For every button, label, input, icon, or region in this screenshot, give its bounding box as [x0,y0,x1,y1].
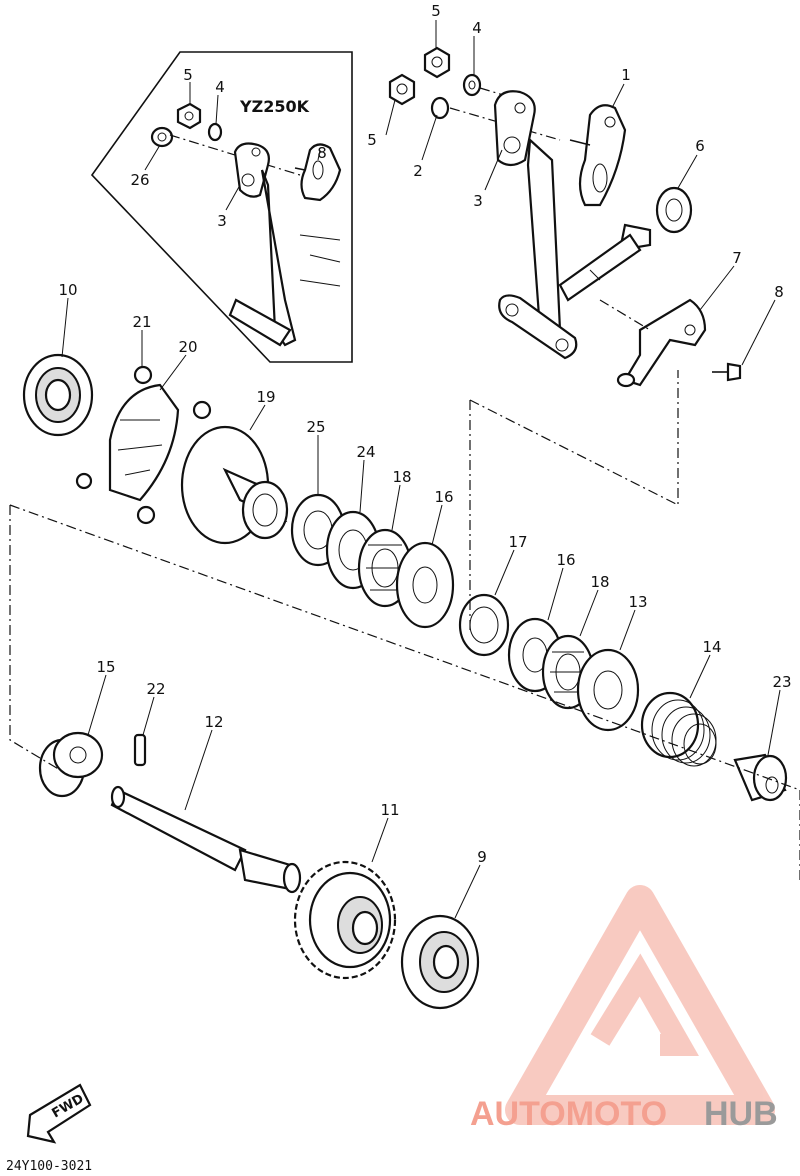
washer-2 [430,96,450,120]
callout-25: 25 [306,418,325,436]
callout-5: 5 [431,2,441,20]
collar-17 [458,593,510,657]
seal-6 [655,186,693,234]
lever-3-main [493,90,578,360]
leader-lines [61,20,781,919]
callout-24: 24 [356,443,375,461]
drawing-code: 24Y100-3021 [6,1159,92,1174]
spring-holder-13 [576,648,640,732]
callout-15: 15 [96,658,115,676]
shift-shaft [558,223,652,302]
callout-8: 8 [774,283,784,301]
spring-14 [640,691,717,767]
callout-26: 26 [130,171,149,189]
callout-20: 20 [178,338,197,356]
callout-7: 7 [732,249,742,267]
bearing-9 [400,914,480,1010]
inset-shaft-lines [299,234,341,287]
callout-18: 18 [590,573,609,591]
callout-16: 16 [434,488,453,506]
kick-axle-12 [110,785,302,894]
watermark-text-part1: AUTOMOTO [470,1095,667,1133]
inset-washer-26 [150,126,174,148]
assembly-line-left [9,505,61,771]
callout-4: 4 [472,19,482,37]
watermark-text-part2: HUB [704,1095,778,1133]
callout-3: 3 [473,192,483,210]
assembly-line-right [469,370,679,506]
bracket-1 [569,104,627,207]
kick-gear-11 [293,860,397,980]
callout-8: 8 [317,144,327,162]
bearing-10 [22,353,94,437]
callout-2: 2 [413,162,423,180]
stopper-axis [599,299,651,331]
callout-12: 12 [204,713,223,731]
callout-3: 3 [217,212,227,230]
callout-9: 9 [477,848,487,866]
guide-19 [180,425,289,545]
callout-22: 22 [146,680,165,698]
ratchet-20 [108,383,180,502]
callout-23: 23 [772,673,791,691]
callout-19: 19 [256,388,275,406]
callout-11: 11 [380,801,399,819]
inset-box [90,51,353,363]
collar-23 [733,753,788,802]
screw-8 [712,362,742,382]
balls-21 [75,365,212,525]
stopper-lever-7 [616,298,707,388]
top-axis-a [449,107,561,141]
callout-5: 5 [367,131,377,149]
callout-21: 21 [132,313,151,331]
callout-1: 1 [621,66,631,84]
callout-4: 4 [215,78,225,96]
washer-16a [395,541,455,629]
callout-10: 10 [58,281,77,299]
callout-13: 13 [628,593,647,611]
inset-washer-4 [207,122,223,142]
nut-5-top [423,46,451,79]
callout-18: 18 [392,468,411,486]
collar-15 [38,731,104,798]
watermark-logo [505,885,775,1125]
washer-4-top [462,73,482,97]
model-label: YZ250K [239,97,310,116]
inset-lever-3 [228,142,297,347]
inset-bracket-8 [294,143,342,202]
callout-5: 5 [183,66,193,84]
callout-17: 17 [508,533,527,551]
callout-6: 6 [695,137,705,155]
pin-22 [133,733,147,767]
fwd-arrow-icon [26,1083,92,1144]
callout-16: 16 [556,551,575,569]
nut-5-left [388,73,416,106]
callout-14: 14 [702,638,721,656]
inset-nut-5 [176,102,202,130]
